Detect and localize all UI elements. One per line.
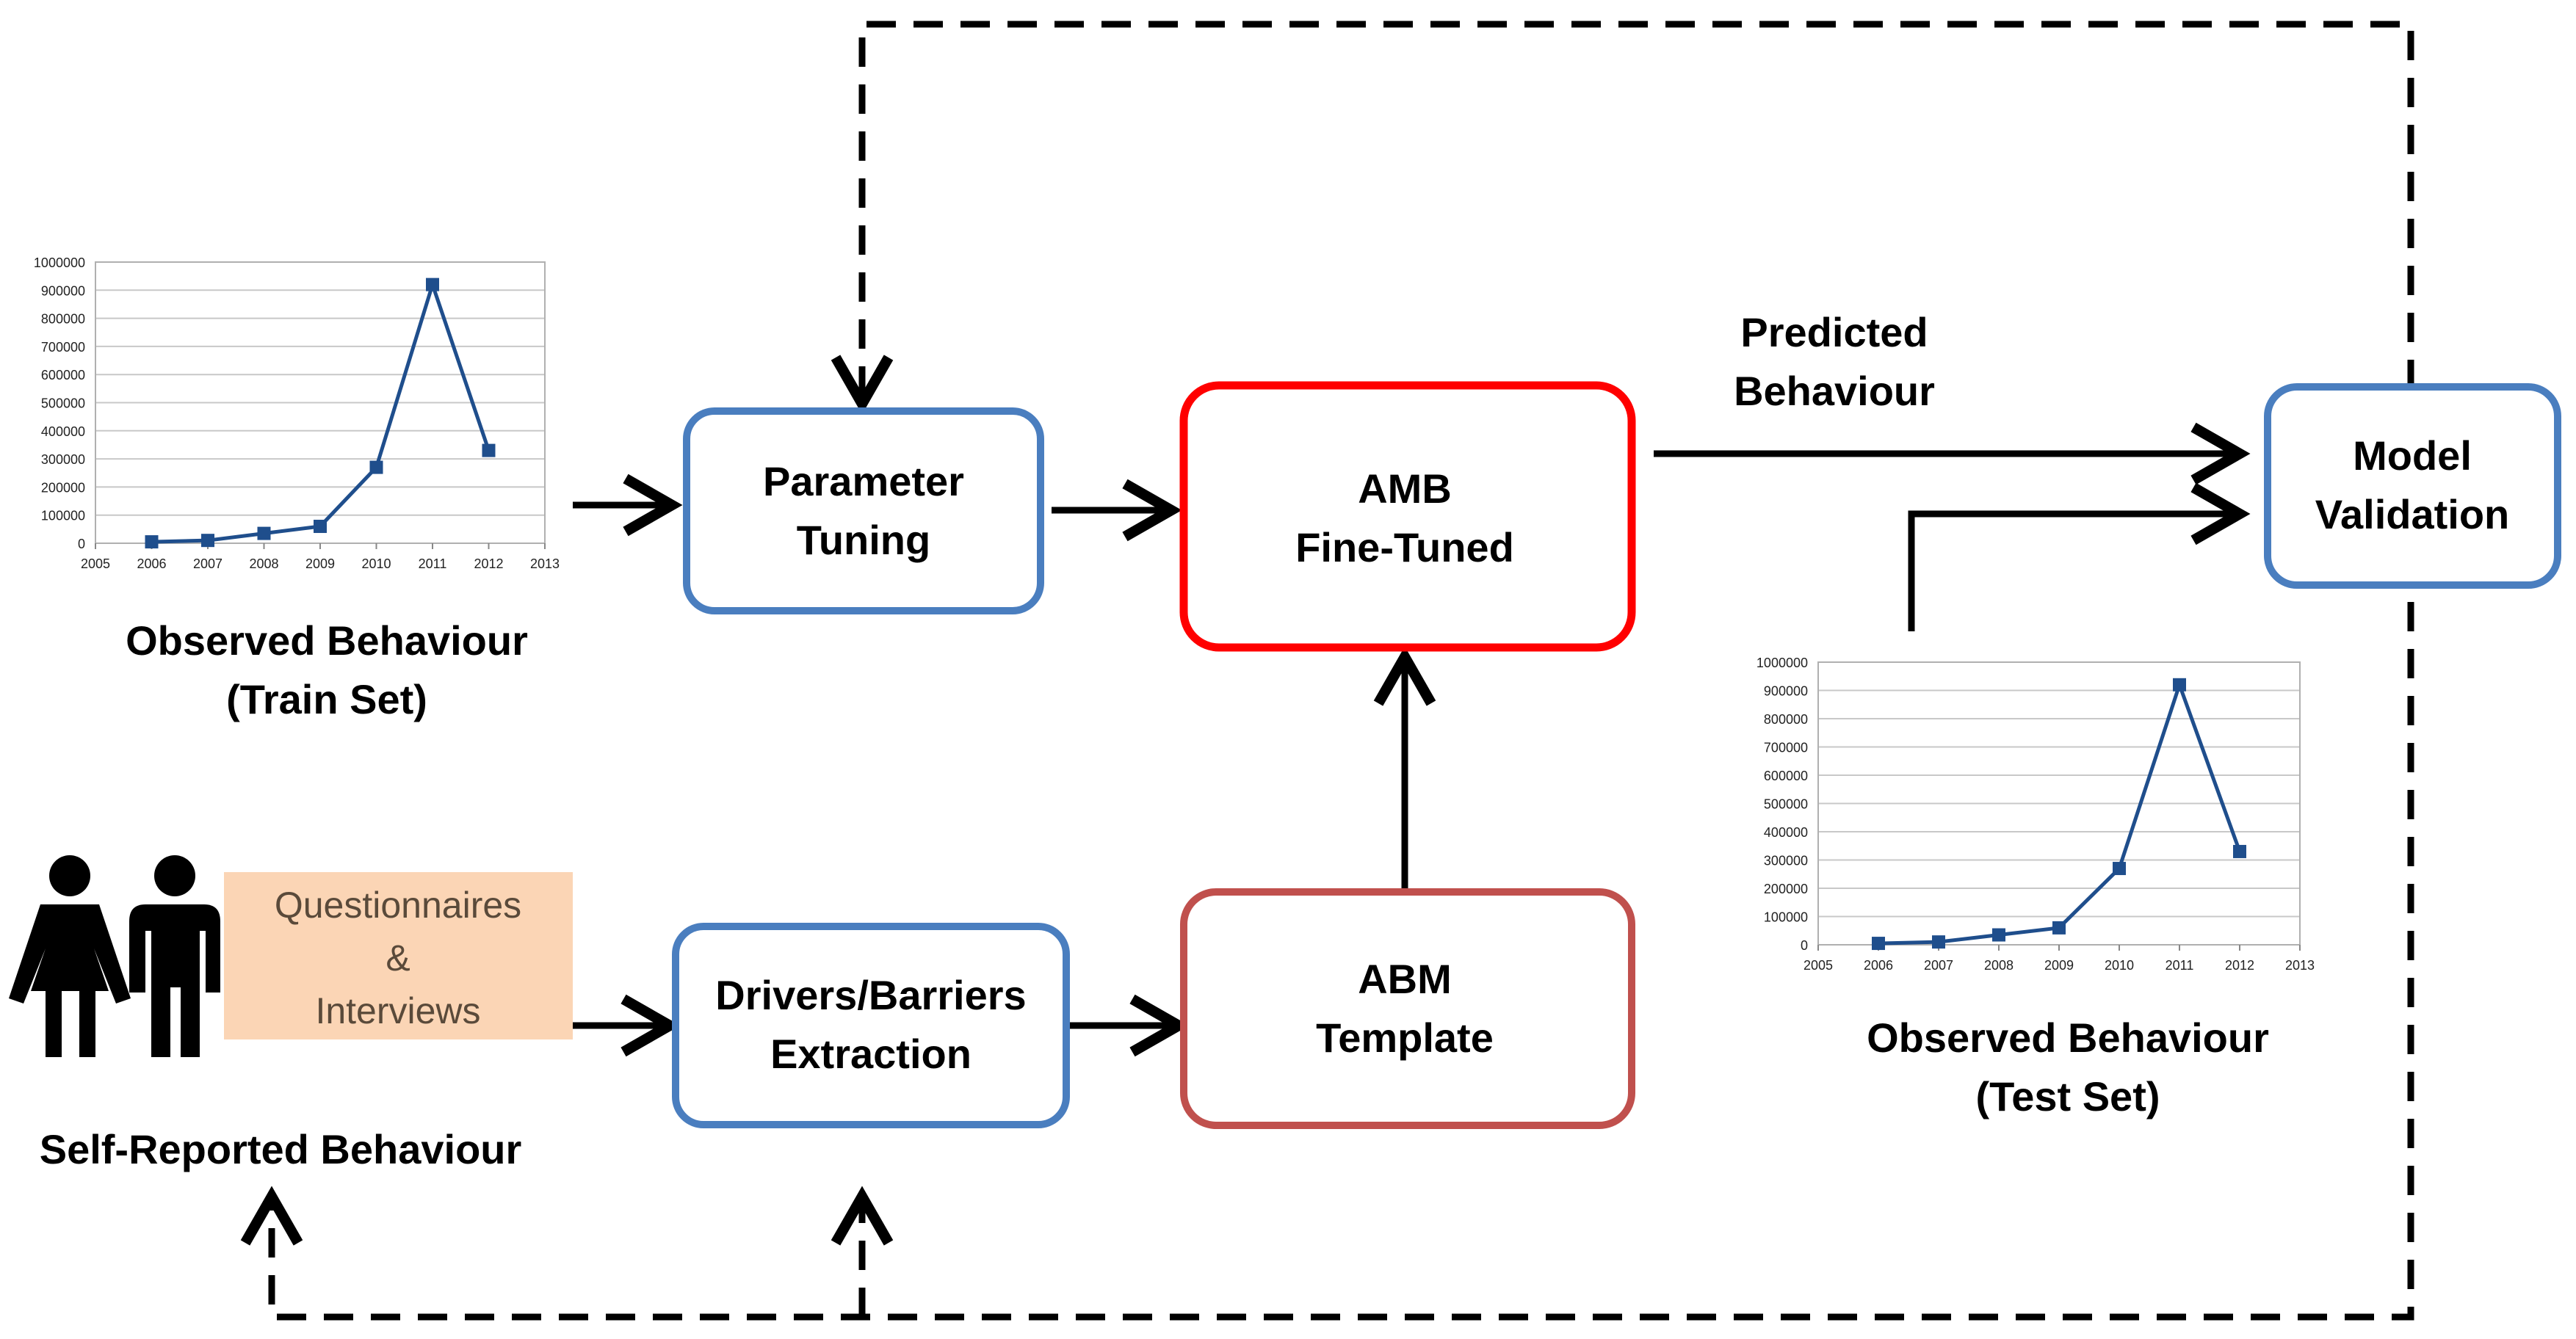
model-validation-line1: Model — [2353, 432, 2472, 479]
test-chart-x-tick-label: 2005 — [1803, 958, 1833, 973]
train-chart-data-point — [314, 520, 327, 534]
feedback-top-line — [831, 21, 2414, 415]
test-chart-data-point — [1992, 928, 2005, 942]
parameter-tuning-box: Parameter Tuning — [683, 407, 1044, 614]
train-set-label-line2: (Train Set) — [226, 676, 427, 722]
train-chart-y-tick-label: 800000 — [41, 312, 85, 327]
test-chart-data-point — [2113, 862, 2126, 876]
train-chart-x-tick-label: 2011 — [419, 556, 447, 571]
abm-template-line1: ABM — [1358, 956, 1452, 1002]
train-chart-data-point — [482, 443, 496, 457]
feedback-bottom-line — [240, 602, 2414, 1321]
amb-line2: Fine-Tuned — [1295, 524, 1514, 570]
drivers-barriers-line1: Drivers/Barriers — [715, 972, 1026, 1018]
test-chart-data-point — [2052, 921, 2066, 935]
questionnaires-line2: & — [386, 937, 410, 979]
train-chart-x-tick-label: 2005 — [81, 556, 110, 571]
test-chart-y-tick-label: 1000000 — [1756, 656, 1808, 670]
test-chart-y-tick-label: 900000 — [1764, 684, 1808, 699]
train-chart-y-tick-label: 100000 — [41, 509, 85, 523]
train-chart-y-tick-label: 600000 — [41, 368, 85, 382]
predicted-behaviour-line2: Behaviour — [1734, 368, 1935, 414]
train-chart-y-tick-label: 900000 — [41, 283, 85, 298]
test-chart-data-point — [2233, 844, 2246, 858]
model-validation-box: Model Validation — [2264, 383, 2561, 589]
train-chart-data-point — [426, 277, 439, 291]
arrow-test-to-validation — [1908, 482, 2251, 631]
train-chart-y-tick-label: 400000 — [41, 424, 85, 439]
flow-arrows — [573, 422, 2251, 1057]
train-chart-data-point — [369, 460, 383, 474]
train-chart-series-line — [151, 278, 491, 544]
drivers-barriers-box: Drivers/Barriers Extraction — [672, 923, 1070, 1128]
test-chart-data-point — [2173, 678, 2186, 692]
train-chart-y-tick-label: 1000000 — [34, 255, 85, 270]
train-chart-y-tick-label: 200000 — [41, 480, 85, 495]
train-chart-x-tick-label: 2007 — [193, 556, 222, 571]
test-chart-y-tick-label: 400000 — [1764, 825, 1808, 840]
train-chart-y-tick-label: 700000 — [41, 340, 85, 355]
test-set-label-line2: (Test Set) — [1976, 1073, 2160, 1120]
test-chart-x-tick-label: 2006 — [1864, 958, 1893, 973]
man-icon — [129, 855, 220, 1057]
test-chart-y-tick-label: 100000 — [1764, 910, 1808, 925]
test-chart-data-point — [1932, 935, 1945, 949]
test-chart-y-tick-label: 200000 — [1764, 882, 1808, 896]
model-validation-line2: Validation — [2315, 491, 2510, 537]
train-set-label-line1: Observed Behaviour — [126, 617, 528, 664]
amb-line1: AMB — [1358, 465, 1452, 512]
drivers-barriers-line2: Extraction — [770, 1031, 972, 1077]
train-chart-x-tick-label: 2012 — [474, 556, 503, 571]
test-chart-x-tick-label: 2011 — [2166, 958, 2194, 973]
feedback-loop — [240, 21, 2414, 1321]
questionnaires-line1: Questionnaires — [275, 885, 521, 926]
test-chart-y-tick-label: 600000 — [1764, 769, 1808, 783]
test-chart-x-tick-label: 2008 — [1984, 958, 2014, 973]
parameter-tuning-line2: Tuning — [797, 517, 930, 563]
test-chart-y-tick-label: 800000 — [1764, 712, 1808, 727]
train-chart-y-tick-label: 0 — [78, 537, 85, 551]
woman-icon — [9, 855, 131, 1057]
abm-template-box: ABM Template — [1180, 888, 1635, 1129]
train-chart-x-tick-label: 2008 — [249, 556, 278, 571]
test-chart-y-tick-label: 500000 — [1764, 797, 1808, 812]
train-set-chart: 0 100000 200000 300000 400000 500000 600000 700… — [34, 255, 560, 571]
questionnaires-box: Questionnaires & Interviews — [224, 872, 573, 1039]
test-set-label-line1: Observed Behaviour — [1867, 1015, 2269, 1061]
test-chart-data-point — [1872, 937, 1885, 951]
train-chart-x-tick-label: 2010 — [361, 556, 391, 571]
predicted-behaviour-line1: Predicted — [1740, 309, 1928, 355]
test-chart-series-line — [1878, 679, 2242, 946]
test-chart-x-tick-label: 2009 — [2044, 958, 2074, 973]
questionnaires-line3: Interviews — [315, 990, 480, 1031]
amb-fine-tuned-box: AMB Fine-Tuned — [1179, 381, 1636, 652]
train-chart-y-tick-label: 300000 — [41, 452, 85, 467]
train-chart-data-point — [201, 534, 214, 548]
train-chart-data-point — [145, 535, 159, 549]
abm-template-line2: Template — [1316, 1015, 1494, 1061]
test-chart-x-tick-label: 2012 — [2225, 958, 2254, 973]
test-chart-y-tick-label: 700000 — [1764, 741, 1808, 755]
test-chart-y-tick-label: 0 — [1801, 938, 1808, 953]
test-chart-x-tick-label: 2010 — [2105, 958, 2134, 973]
self-reported-label: Self-Reported Behaviour — [40, 1126, 522, 1172]
train-chart-x-tick-label: 2009 — [305, 556, 335, 571]
train-chart-x-tick-label: 2006 — [137, 556, 166, 571]
test-set-chart: 0 100000 200000 300000 400000 500000 600000 700… — [1756, 656, 2315, 973]
train-chart-y-tick-label: 500000 — [41, 396, 85, 411]
test-chart-y-tick-label: 300000 — [1764, 854, 1808, 868]
test-chart-x-tick-label: 2013 — [2285, 958, 2315, 973]
parameter-tuning-line1: Parameter — [763, 458, 964, 504]
test-chart-x-tick-label: 2007 — [1924, 958, 1953, 973]
train-chart-data-point — [257, 526, 271, 540]
train-chart-x-tick-label: 2013 — [530, 556, 560, 571]
